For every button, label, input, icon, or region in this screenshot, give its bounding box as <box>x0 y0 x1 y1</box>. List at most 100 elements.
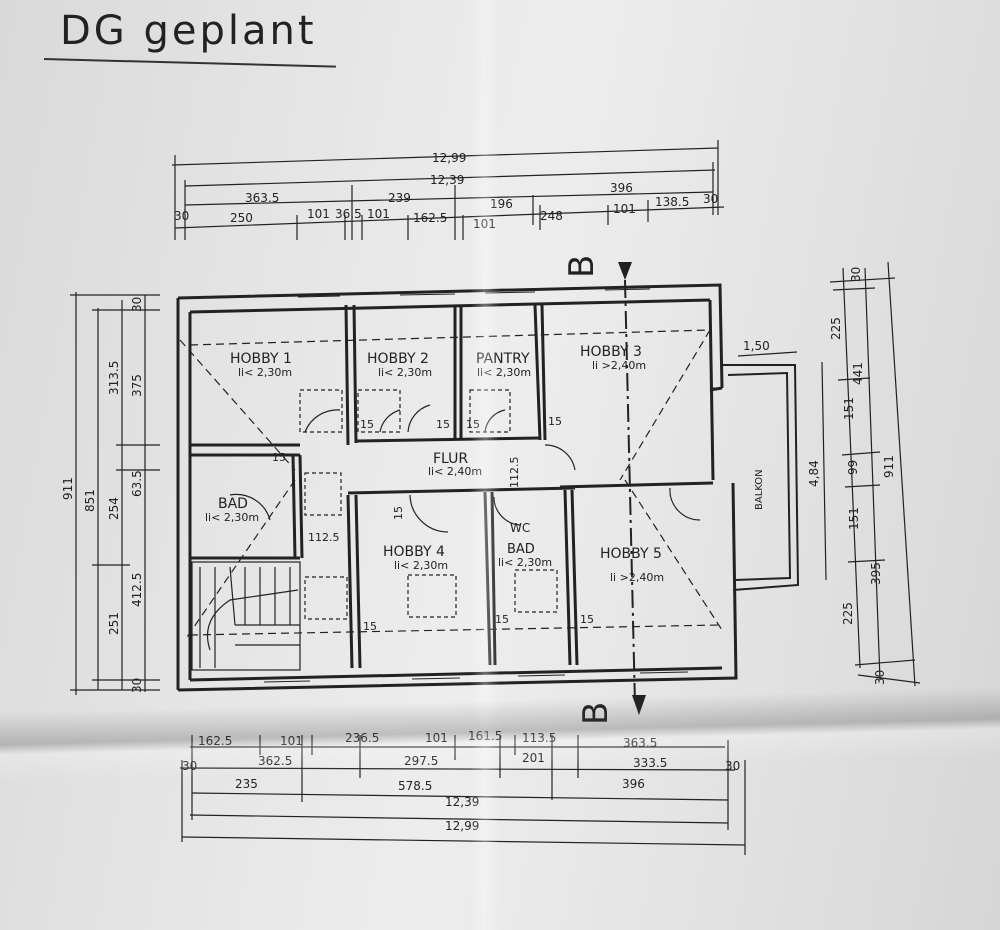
section-marker-bottom: B <box>576 702 616 725</box>
shafts <box>299 389 558 620</box>
room-name-pantry: PANTRY <box>476 351 530 367</box>
right-dimension-labels: 1,50 4,84 30 225 151 99 151 225 30 441 3… <box>743 267 896 685</box>
room-name-flur: FLUR <box>433 451 468 467</box>
mark-15: 15 <box>548 415 562 428</box>
dim-top-fine: 101 <box>613 202 636 216</box>
dim-left-fine: 63.5 <box>130 470 144 497</box>
dim-bottom-fine: 161.5 <box>468 729 502 743</box>
room-height-hobby2: li< 2,30m <box>378 366 432 379</box>
dim-bottom-fine: 101 <box>425 731 448 745</box>
dimension-lines-bottom <box>179 735 746 855</box>
section-marker-top: B <box>562 255 602 278</box>
room-height-hobby5: li >2,40m <box>610 571 664 584</box>
dim-bottom-total: 12,99 <box>445 819 479 833</box>
dim-top-seg: 239 <box>388 191 411 205</box>
dim-bottom-row3: 578.5 <box>398 779 432 793</box>
dim-bottom-seg: 30 <box>725 759 740 773</box>
interior-walls <box>190 304 714 669</box>
dim-left-seg: 313.5 <box>107 361 121 395</box>
room-name-hobby3: HOBBY 3 <box>580 344 642 360</box>
room-height-flur: li< 2,40m <box>428 465 482 478</box>
mark-flur-width: 112.5 <box>508 457 521 489</box>
dim-left-fine: 30 <box>130 297 144 312</box>
dim-top-seg: 363.5 <box>245 191 279 205</box>
windows <box>263 288 722 683</box>
dim-left-middle: 851 <box>83 489 97 512</box>
room-height-bad1: li< 2,30m <box>205 511 259 524</box>
room-name-balkon: BALKON <box>754 469 765 510</box>
dim-top-fine: 250 <box>230 211 253 225</box>
dimension-lines-left <box>70 292 160 695</box>
dim-right-fine: 30 <box>849 267 863 282</box>
section-markers: B B <box>562 255 616 725</box>
dim-bottom-inner: 12,39 <box>445 795 479 809</box>
room-name-hobby2: HOBBY 2 <box>367 351 429 367</box>
mark-15: 15 <box>466 418 480 431</box>
roof-lines <box>179 329 723 641</box>
dim-right-mid: 395 <box>869 562 883 585</box>
mark-15: 15 <box>360 418 374 431</box>
dim-right-fine: 151 <box>842 397 856 420</box>
dim-right-fine: 30 <box>873 670 887 685</box>
dim-left-seg: 251 <box>107 612 121 635</box>
dim-bottom-seg: 362.5 <box>258 754 292 768</box>
section-line <box>624 279 636 706</box>
top-dimension-labels: 12,99 12,39 363.5 239 196 396 30 250 101… <box>174 151 718 231</box>
dim-balkon-depth: 1,50 <box>743 339 770 353</box>
dim-bottom-seg: 297.5 <box>404 754 438 768</box>
page-title: DG geplant <box>60 8 317 54</box>
dim-top-seg: 196 <box>490 197 513 211</box>
dim-top-fine: 30 <box>703 192 718 206</box>
room-name-hobby1: HOBBY 1 <box>230 351 292 367</box>
room-height-bad2: li< 2,30m <box>498 556 552 569</box>
mark-15: 15 <box>495 613 509 626</box>
dim-bottom-fine: 236.5 <box>345 731 379 745</box>
mark-stair-width: 112.5 <box>308 531 340 544</box>
dim-top-fine: 162.5 <box>413 211 447 225</box>
mark-15: 15 <box>436 418 450 431</box>
room-height-hobby1: li< 2,30m <box>238 366 292 379</box>
dim-right-outer: 911 <box>882 455 896 478</box>
dimension-lines-right <box>737 261 921 687</box>
dim-bottom-fine: 101 <box>280 734 303 748</box>
room-name-hobby5: HOBBY 5 <box>600 546 662 562</box>
dim-top-fine: 248 <box>540 209 563 223</box>
dim-bottom-row3: 396 <box>622 777 645 791</box>
room-height-pantry: li< 2,30m <box>477 366 531 379</box>
dim-top-seg: 396 <box>610 181 633 195</box>
room-name-bad1: BAD <box>218 496 248 512</box>
dim-top-fine: 101 <box>473 217 496 231</box>
dim-bottom-seg: 201 <box>522 751 545 765</box>
dim-top-fine: 101 <box>307 207 330 221</box>
dim-bottom-seg: 333.5 <box>633 756 667 770</box>
mark-15: 15 <box>580 613 594 626</box>
interior-marks: 15 15 15 15 15 15 15 15 15 112.5 112.5 <box>272 415 594 633</box>
dim-right-fine: 151 <box>847 507 861 530</box>
dim-right-mid: 441 <box>851 362 865 385</box>
outer-walls <box>176 283 738 692</box>
dim-left-fine: 30 <box>130 678 144 693</box>
dimension-lines-top <box>171 140 725 240</box>
door-swings <box>229 404 701 533</box>
room-name-wc: WC <box>510 521 530 535</box>
dim-bottom-row3: 235 <box>235 777 258 791</box>
mark-15: 15 <box>272 451 286 464</box>
dim-top-fine: 138.5 <box>655 195 689 209</box>
room-labels: HOBBY 1 li< 2,30m HOBBY 2 li< 2,30m PANT… <box>205 344 765 584</box>
section-arrows <box>618 262 646 715</box>
dim-top-fine: 101 <box>367 207 390 221</box>
mark-15: 15 <box>392 506 405 520</box>
room-name-hobby4: HOBBY 4 <box>383 544 445 560</box>
dim-left-outer: 911 <box>61 477 75 500</box>
dim-bottom-fine: 113.5 <box>522 731 556 745</box>
dim-right-fine: 225 <box>841 602 855 625</box>
dim-right-fine: 99 <box>846 460 860 475</box>
room-height-hobby4: li< 2,30m <box>394 559 448 572</box>
bottom-dimension-labels: 162.5 101 236.5 101 161.5 113.5 363.5 30… <box>182 729 740 833</box>
mark-15: 15 <box>363 620 377 633</box>
dim-top-fine: 36.5 <box>335 207 362 221</box>
dim-top-inner: 12,39 <box>430 173 464 187</box>
dim-left-seg: 254 <box>107 497 121 520</box>
